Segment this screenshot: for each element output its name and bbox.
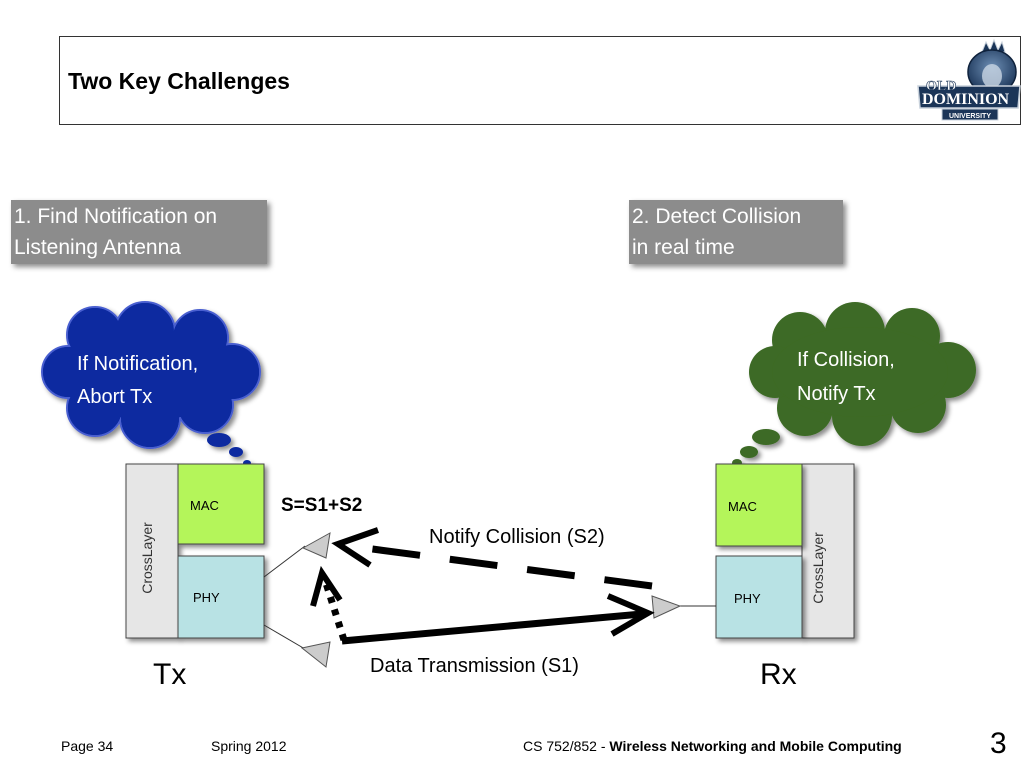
tx-mac-label: MAC bbox=[190, 498, 219, 513]
rx-label: Rx bbox=[760, 658, 797, 691]
logo-text-main: DOMINION bbox=[922, 91, 1010, 108]
signal-sum-label: S=S1+S2 bbox=[281, 495, 362, 516]
rx-node: CrossLayer MAC PHY bbox=[715, 463, 855, 639]
tx-thought-cloud bbox=[41, 301, 261, 466]
data-transmission-arrow bbox=[341, 593, 655, 645]
title-frame bbox=[59, 36, 1021, 125]
tx-label: Tx bbox=[153, 658, 186, 691]
crown-icon bbox=[981, 38, 1006, 53]
tx-mac-block bbox=[177, 463, 265, 545]
tx-phy-block bbox=[177, 555, 265, 639]
rx-crosslayer-label: CrossLayer bbox=[810, 532, 826, 604]
footer-course: CS 752/852 - Wireless Networking and Mob… bbox=[523, 738, 902, 754]
notify-collision-label: Notify Collision (S2) bbox=[429, 526, 605, 548]
challenge-2-line-2: in real time bbox=[632, 236, 735, 259]
tx-listening-antenna-icon bbox=[301, 532, 331, 559]
tx-crosslayer-block bbox=[125, 463, 179, 639]
challenge-1-box: 1. Find Notification on Listening Antenn… bbox=[11, 200, 267, 264]
rx-thought-cloud bbox=[732, 302, 976, 467]
tx-thought-line-1: If Notification, bbox=[77, 353, 198, 375]
slide-number: 3 bbox=[990, 727, 1007, 760]
rx-mac-label: MAC bbox=[728, 499, 757, 514]
tx-phy-label: PHY bbox=[193, 590, 220, 605]
tx-transmit-antenna-icon bbox=[300, 641, 331, 668]
rx-phy-label: PHY bbox=[734, 591, 761, 606]
rx-thought-line-2: Notify Tx bbox=[797, 383, 876, 405]
self-interference-arrow bbox=[310, 565, 348, 642]
rx-antenna-icon bbox=[651, 595, 682, 619]
logo-text-sub: UNIVERSITY bbox=[949, 113, 991, 120]
rx-mac-block bbox=[715, 463, 803, 547]
rx-thought-line-1: If Collision, bbox=[797, 349, 895, 371]
tx-crosslayer-label: CrossLayer bbox=[139, 522, 155, 594]
footer-course-prefix: CS 752/852 - bbox=[523, 738, 610, 754]
challenge-1-line-1: 1. Find Notification on bbox=[14, 205, 218, 228]
footer-page: Page 34 bbox=[61, 738, 114, 754]
data-transmission-label: Data Transmission (S1) bbox=[370, 655, 579, 677]
challenge-2-line-1: 2. Detect Collision bbox=[632, 205, 802, 228]
challenge-1-line-2: Listening Antenna bbox=[14, 236, 181, 259]
slide-title: Two Key Challenges bbox=[68, 68, 290, 94]
footer-course-name: Wireless Networking and Mobile Computing bbox=[609, 738, 902, 754]
footer-term: Spring 2012 bbox=[211, 738, 287, 754]
tx-thought-line-2: Abort Tx bbox=[77, 386, 152, 408]
university-logo: OLD DOMINION UNIVERSITY bbox=[917, 38, 1021, 121]
rx-crosslayer-block bbox=[801, 463, 855, 639]
notify-collision-arrow bbox=[331, 527, 653, 590]
challenge-2-box: 2. Detect Collision in real time bbox=[629, 200, 843, 264]
rx-phy-block bbox=[715, 555, 803, 639]
tx-node: CrossLayer MAC PHY bbox=[125, 463, 265, 639]
logo-text-top: OLD bbox=[926, 79, 956, 94]
